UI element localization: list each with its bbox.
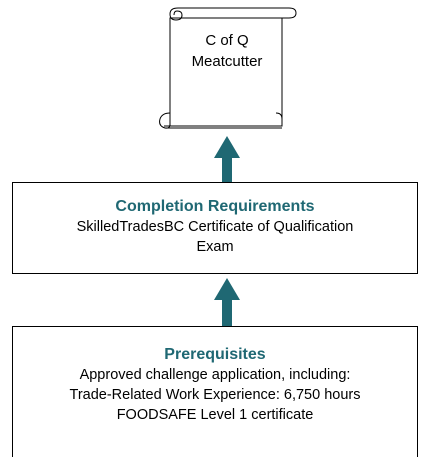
certificate-label: C of Q Meatcutter bbox=[172, 30, 282, 72]
prerequisite-line: Trade-Related Work Experience: 6,750 hou… bbox=[69, 387, 361, 403]
prerequisite-line: Approved challenge application, includin… bbox=[79, 367, 351, 383]
prerequisites-box: Prerequisites Approved challenge applica… bbox=[12, 326, 418, 457]
prerequisite-line: FOODSAFE Level 1 certificate bbox=[116, 407, 314, 423]
prerequisites-title: Prerequisites bbox=[164, 346, 266, 363]
completion-requirement-line: Exam bbox=[196, 239, 234, 255]
certificate-line-1: C of Q bbox=[205, 32, 249, 49]
completion-requirements-box: Completion Requirements SkilledTradesBC … bbox=[12, 182, 418, 274]
certificate-line-2: Meatcutter bbox=[191, 53, 263, 70]
completion-requirement-line: SkilledTradesBC Certificate of Qualifica… bbox=[76, 219, 354, 235]
completion-requirements-title: Completion Requirements bbox=[115, 198, 315, 215]
